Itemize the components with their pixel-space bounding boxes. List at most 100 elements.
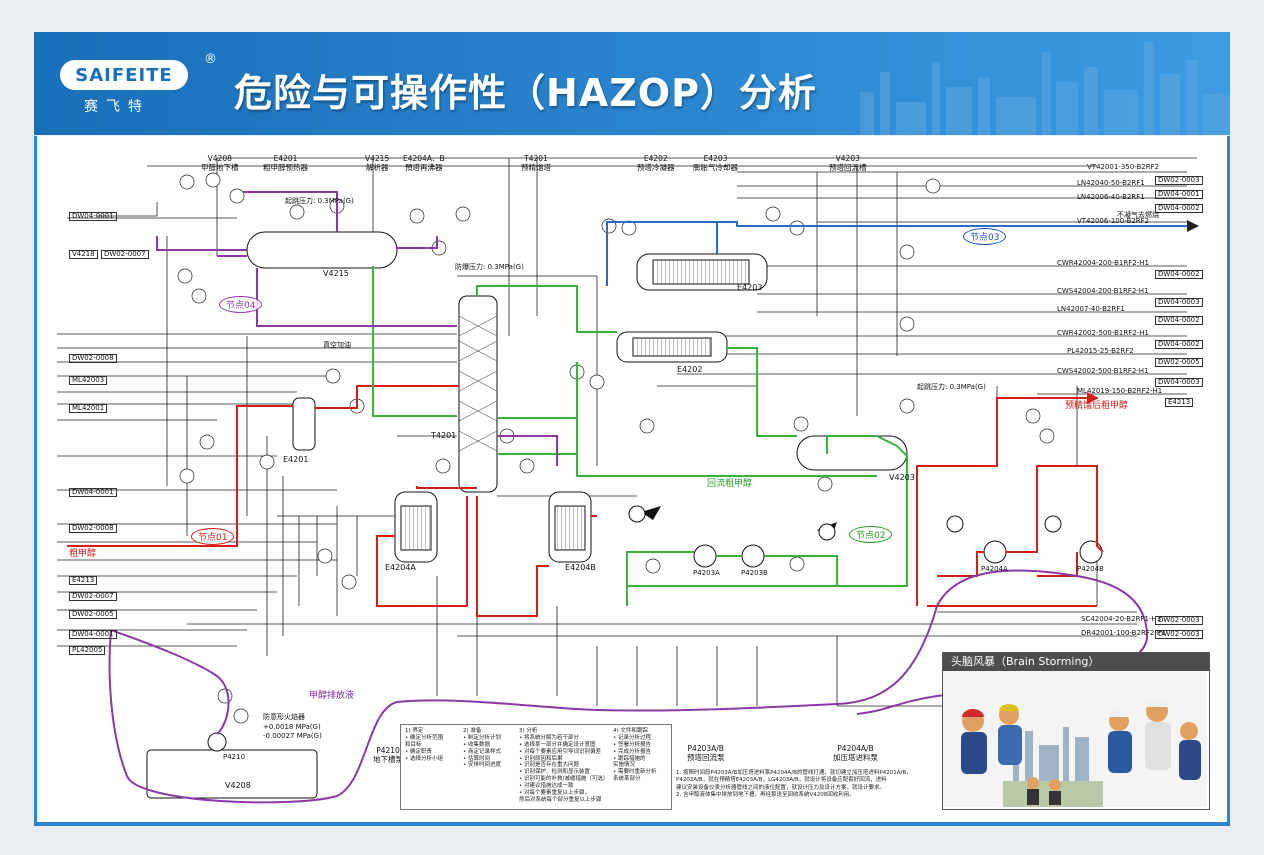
tag-p4210: P4210 bbox=[223, 753, 246, 761]
plant-skyline-decoration bbox=[860, 42, 1230, 135]
right-stream-dest: DW02-0005 bbox=[1155, 358, 1203, 367]
process-lines bbox=[57, 157, 1197, 707]
flow-expansion-gas bbox=[606, 220, 1199, 286]
right-stream-dest: DW04-0003 bbox=[1155, 298, 1203, 307]
right-stream-dest: DW04-0001 bbox=[1155, 190, 1203, 199]
pump-p4210 bbox=[207, 732, 227, 752]
left-stream: ML42003 bbox=[69, 376, 108, 385]
hazop-procedure-notes: 1) 界定• 确定分析范围 和目标 • 确定职责• 选择分析小组 2) 准备• … bbox=[400, 724, 672, 810]
tag-p4203b: P4203B bbox=[741, 569, 768, 577]
notes-col-document: 4) 文件和跟踪• 记录分析过程• 签署分析报告 • 完成分析报告• 跟踪措施的… bbox=[613, 728, 657, 783]
instrument-bubbles bbox=[177, 172, 1055, 724]
tag-t4201: T4201 bbox=[431, 431, 457, 440]
tag-e4204a: E4204A bbox=[385, 563, 416, 572]
right-stream-line: VT42006-100-B2RF2 bbox=[1077, 217, 1150, 225]
right-stream-dest: DW02-0003 bbox=[1155, 176, 1203, 185]
left-stream: DW04-0001 bbox=[69, 630, 117, 639]
notes-col-define: 1) 界定• 确定分析范围 和目标 • 确定职责• 选择分析小组 bbox=[405, 728, 443, 762]
node-03[interactable]: 节点03 bbox=[963, 228, 1007, 245]
left-stream: DW02-0008 bbox=[69, 354, 117, 363]
right-stream-line: CWS42002-500-B1RF2-H1 bbox=[1057, 367, 1149, 375]
right-stream-dest: 不凝气去燃烧 bbox=[1117, 211, 1159, 219]
footnotes: 1. 按照时间段P4203A/B加压塔进料泵P4204A/B的管线打通，就切建立… bbox=[676, 770, 912, 799]
page-title: 危险与可操作性（HAZOP）分析 bbox=[234, 71, 817, 115]
tag-e4201: E4201 bbox=[283, 455, 309, 464]
left-stream: DW02-0007 bbox=[101, 250, 149, 259]
tag-v4208: V4208 bbox=[225, 781, 251, 790]
right-stream-line: ML42019-150-B2RF2-H1 bbox=[1077, 387, 1163, 395]
pressure-note: -0.00027 MPa(G) bbox=[263, 732, 322, 740]
right-stream-dest: DW04-0002 bbox=[1155, 316, 1203, 325]
right-stream-dest: DW02-0003 bbox=[1155, 630, 1203, 639]
flow-label-methanol-drain: 甲醇排放液 bbox=[309, 691, 355, 701]
flow-label-to-pressure-tower: 预精馏后粗甲醇 bbox=[1065, 401, 1129, 411]
left-stream: DW02-0008 bbox=[69, 524, 117, 533]
right-stream-line: LN42007-40-B2RF1 bbox=[1057, 305, 1125, 313]
exchanger-e4201 bbox=[292, 397, 316, 451]
left-stream: E4213 bbox=[69, 576, 98, 585]
drum-v4203 bbox=[796, 435, 908, 471]
tag-e4204b: E4204B bbox=[565, 563, 596, 572]
right-stream-line: PL42015-25-B2RF2 bbox=[1067, 347, 1134, 355]
left-stream: DW02-0005 bbox=[69, 610, 117, 619]
left-stream: ML42001 bbox=[69, 404, 108, 413]
pid-diagram bbox=[57, 157, 1199, 804]
node-01[interactable]: 节点01 bbox=[191, 528, 235, 545]
right-stream-dest: DW02-0003 bbox=[1155, 616, 1203, 625]
right-stream-line: LN42040-50-B2RF1 bbox=[1077, 179, 1145, 187]
flow-label-reflux: 回流粗甲醇 bbox=[707, 479, 753, 489]
tag-p4204b: P4204B bbox=[1077, 565, 1104, 573]
tag-e4203: E4203 bbox=[737, 283, 763, 292]
equipment-shapes bbox=[146, 231, 1103, 799]
node-02[interactable]: 节点02 bbox=[849, 526, 893, 543]
flow-crude-methanol bbox=[67, 385, 1104, 617]
tank-v4208 bbox=[146, 749, 318, 799]
pump-p4203b bbox=[741, 544, 765, 568]
pressure-note: 防意形火焰器 bbox=[263, 713, 305, 721]
brainstorm-title: 头脑风暴（Brain Storming） bbox=[943, 653, 1209, 671]
right-stream-line: CWR42002-500-B1RF2-H1 bbox=[1057, 329, 1149, 337]
left-stream: PL42005 bbox=[69, 646, 106, 655]
tag-p4203a: P4203A bbox=[693, 569, 720, 577]
pressure-note: 防爆压力: 0.3MPa(G) bbox=[455, 263, 524, 271]
right-stream-line: CWS42004-200-B1RF2-H1 bbox=[1057, 287, 1149, 295]
right-stream-line: CWR42004-200-B1RF2-H1 bbox=[1057, 259, 1149, 267]
brainstorm-panel: 头脑风暴（Brain Storming） bbox=[942, 652, 1210, 810]
notes-col-prepare: 2) 准备• 制定分析计划• 收集数据 • 商定记录样式• 估算时间• 安排时间… bbox=[463, 728, 501, 769]
right-stream-line: VT42001-350-B2RF2 bbox=[1087, 163, 1160, 171]
column-t4201 bbox=[458, 295, 498, 493]
brainstorm-illustration bbox=[943, 671, 1207, 807]
right-stream-dest: DW04-0003 bbox=[1155, 378, 1203, 387]
pressure-note: 起跳压力: 0.3MPa(G) bbox=[285, 197, 354, 205]
left-stream: DW04-0001 bbox=[69, 212, 117, 221]
tag-v4203: V4203 bbox=[889, 473, 915, 482]
left-stream: DW04-0001 bbox=[69, 488, 117, 497]
brand-logo: SAIFEITE bbox=[60, 60, 188, 90]
right-stream-line: SC42004-20-B2RF1-H3 bbox=[1081, 615, 1162, 623]
pump-p4204a bbox=[983, 540, 1007, 564]
pump-p4203a bbox=[693, 544, 717, 568]
note-marker-circles bbox=[628, 505, 836, 541]
right-stream-dest: DW04-0002 bbox=[1155, 204, 1203, 213]
tag-e4202: E4202 bbox=[677, 365, 703, 374]
node-04[interactable]: 节点04 bbox=[219, 296, 263, 313]
right-stream-line: DR42001-100-B2RF2-P1 bbox=[1081, 629, 1166, 637]
vessel-v4215 bbox=[246, 231, 398, 269]
left-stream: V4218 bbox=[69, 250, 98, 259]
pressure-note: 真空加油 bbox=[323, 341, 351, 349]
registered-mark: ® bbox=[204, 52, 217, 67]
left-stream: DW02-0007 bbox=[69, 592, 117, 601]
right-stream-dest: DW04-0002 bbox=[1155, 340, 1203, 349]
right-stream-dest: DW04-0002 bbox=[1155, 270, 1203, 279]
pump-p4204b bbox=[1079, 540, 1103, 564]
